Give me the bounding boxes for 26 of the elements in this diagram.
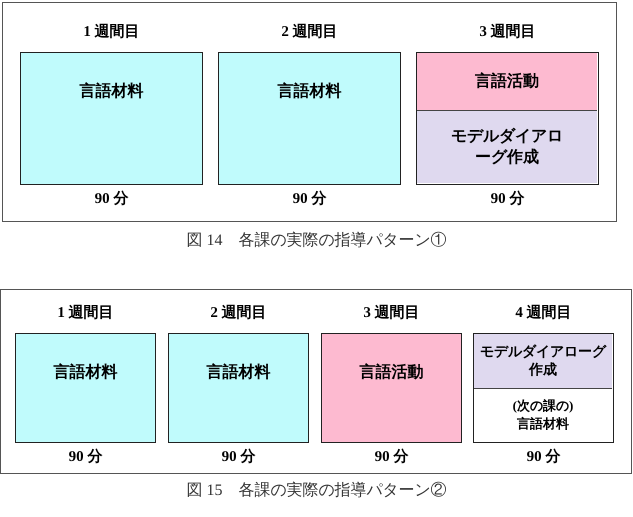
week-heading: 1 週間目	[56, 304, 115, 322]
figure-caption: 図 15 各課の実際の指導パターン②	[186, 480, 448, 501]
week-heading: 4 週間目	[514, 304, 573, 322]
panel-frame	[0, 289, 632, 474]
week-heading: 3 週間目	[478, 22, 537, 41]
figure-caption: 図 14 各課の実際の指導パターン①	[186, 230, 448, 251]
duration-text: 90 分	[292, 190, 328, 208]
activity-segment: 言語活動	[417, 53, 597, 111]
duration-text: 90 分	[374, 448, 410, 466]
activity-segment: モデルダイアローグ作成	[474, 334, 612, 389]
duration-text: 90 分	[94, 190, 130, 208]
week-heading: 2 週間目	[209, 304, 268, 322]
activity-text: 言語材料	[54, 362, 118, 383]
duration-text: 90 分	[220, 448, 256, 466]
activity-text: 言語材料	[206, 362, 270, 383]
week-heading: 2 週間目	[280, 22, 339, 41]
activity-text: 言語活動	[360, 362, 424, 383]
activity-segment: モデルダイアローグ作成	[417, 111, 597, 183]
panel-frame	[2, 2, 617, 222]
duration-text: 90 分	[490, 190, 526, 208]
duration-text: 90 分	[68, 448, 104, 466]
week-heading: 1 週間目	[82, 22, 141, 41]
duration-text: 90 分	[526, 448, 562, 466]
activity-text: 言語材料	[80, 81, 144, 102]
activity-text: 言語材料	[278, 81, 342, 102]
week-heading: 3 週間目	[362, 304, 421, 322]
